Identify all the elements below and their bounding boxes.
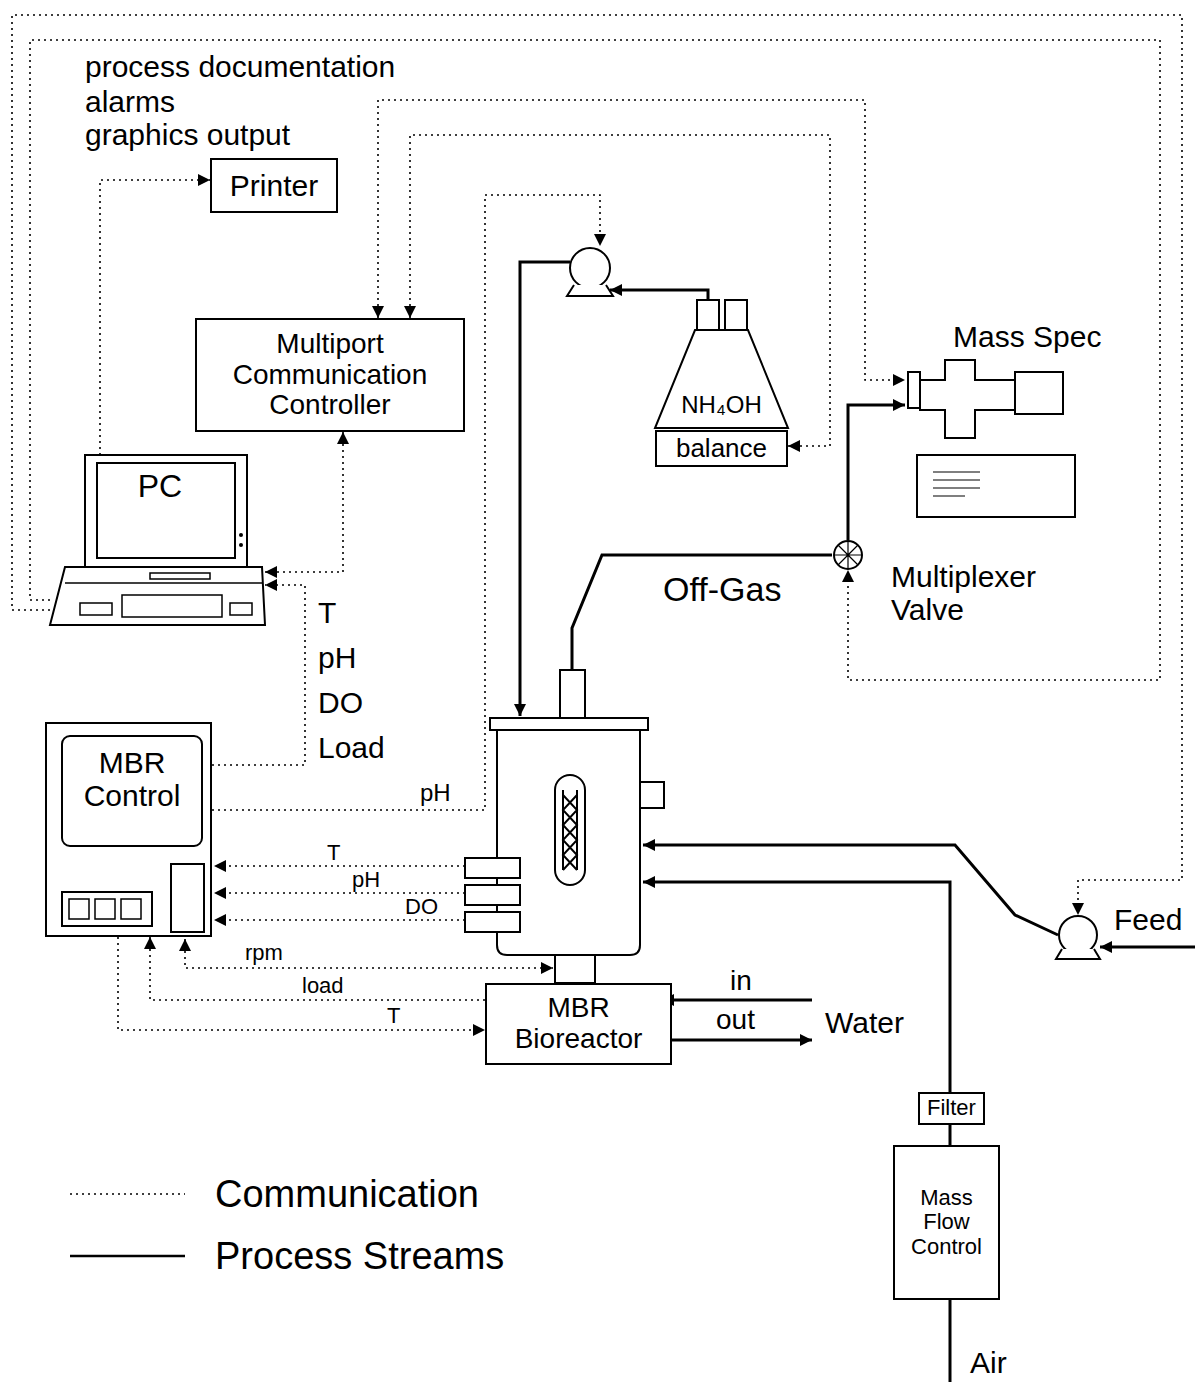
node-label: PC bbox=[105, 469, 215, 504]
annotation-label: graphics output bbox=[85, 120, 290, 150]
t-probe bbox=[465, 858, 520, 878]
annotation-label: T bbox=[318, 598, 336, 628]
feed-line bbox=[643, 845, 1058, 935]
signal-connector bbox=[150, 937, 485, 1000]
do-probe bbox=[465, 912, 520, 932]
mbr-control-unit: MBR Control bbox=[45, 722, 212, 937]
annotation-label: pH bbox=[420, 781, 451, 805]
process-connector bbox=[949, 1125, 952, 1145]
multiplexer-valve-outline bbox=[833, 540, 863, 570]
ammonia-feed-line bbox=[520, 262, 570, 716]
node-label: MBR Control bbox=[62, 746, 202, 812]
vessel-window bbox=[555, 775, 585, 885]
mass-spectrometer-outline bbox=[905, 360, 1080, 520]
node-label: balance bbox=[676, 434, 767, 463]
annotation-label: DO bbox=[405, 896, 438, 918]
node-label: Printer bbox=[230, 169, 318, 202]
filter-box: Filter bbox=[918, 1092, 985, 1125]
feed-inlet-line bbox=[1100, 946, 1195, 949]
node-label: Multiplexer Valve bbox=[891, 560, 1081, 626]
off-gas-stub bbox=[560, 670, 585, 718]
annotation-label: Water bbox=[825, 1008, 904, 1038]
annotation-label: pH bbox=[352, 869, 380, 891]
node-label: NH₄OH bbox=[655, 392, 788, 418]
water-in-line bbox=[662, 999, 812, 1002]
node-label: MBR Bioreactor bbox=[487, 993, 670, 1055]
node-label: Mass Flow Control bbox=[905, 1186, 989, 1259]
node-label: Multiport Communication Controller bbox=[197, 329, 463, 421]
node-label: Feed bbox=[1114, 903, 1194, 936]
bioreactor-base: MBR Bioreactor bbox=[485, 983, 672, 1065]
mass-spectrometer: Mass Spec bbox=[905, 360, 1080, 520]
ammonia-line bbox=[610, 290, 708, 300]
annotation-label: Load bbox=[318, 733, 385, 763]
do-sensor-signal bbox=[214, 919, 465, 921]
annotation-label: T bbox=[327, 842, 340, 864]
pc-computer: PC bbox=[50, 455, 265, 625]
air-line bbox=[643, 882, 950, 1092]
mass-flow-controller: Mass Flow Control bbox=[893, 1145, 1000, 1300]
signal-connector bbox=[12, 15, 1182, 915]
ammonia-pump-base bbox=[567, 285, 613, 296]
vessel-port bbox=[640, 782, 664, 808]
ammonia-flask: NH₄OH bbox=[655, 300, 788, 430]
legend-text: Process Streams bbox=[215, 1237, 504, 1275]
feed-pump: Feed bbox=[1058, 915, 1098, 955]
annotation-label: alarms bbox=[85, 87, 175, 117]
signal-connector bbox=[100, 180, 210, 455]
air-inlet-line bbox=[949, 1300, 952, 1382]
signal-connector bbox=[410, 135, 830, 446]
impeller bbox=[563, 790, 577, 870]
t-sensor-signal bbox=[214, 865, 465, 867]
annotation-label: process documentation bbox=[85, 52, 395, 82]
feed-pump-outline bbox=[1058, 915, 1098, 955]
water-out-line bbox=[660, 1039, 812, 1042]
annotation-label: DO bbox=[318, 688, 363, 718]
printer-box: Printer bbox=[210, 158, 338, 213]
ph-sensor-signal bbox=[214, 892, 465, 894]
legend-text: Communication bbox=[215, 1175, 479, 1213]
node-label: Mass Spec bbox=[953, 320, 1153, 353]
annotation-label: Air bbox=[970, 1348, 1007, 1378]
off-gas-line bbox=[572, 555, 832, 670]
annotation-label: in bbox=[730, 967, 752, 995]
node-label: Filter bbox=[927, 1096, 976, 1120]
process-connector bbox=[848, 405, 905, 540]
controller-box: Multiport Communication Controller bbox=[195, 318, 465, 432]
signal-label: T bbox=[385, 1005, 402, 1027]
multiplexer-valve: Multiplexer Valve bbox=[833, 540, 863, 570]
annotation-label: rpm bbox=[245, 942, 283, 964]
annotation-label: pH bbox=[318, 643, 356, 673]
annotation-label: Off-Gas bbox=[663, 572, 781, 606]
signal-connector bbox=[265, 432, 343, 572]
signal-connector bbox=[30, 40, 1160, 680]
signal-label: load bbox=[300, 975, 346, 997]
legend-sample bbox=[70, 1193, 185, 1195]
motor-coupling bbox=[555, 955, 595, 983]
ph-probe bbox=[465, 885, 520, 905]
balance-box: balance bbox=[655, 430, 788, 467]
annotation-label: out bbox=[716, 1006, 755, 1034]
vessel-lid bbox=[490, 718, 648, 730]
ammonia-pump bbox=[570, 248, 610, 288]
signal-connector bbox=[118, 937, 485, 1030]
legend-sample bbox=[70, 1255, 185, 1258]
